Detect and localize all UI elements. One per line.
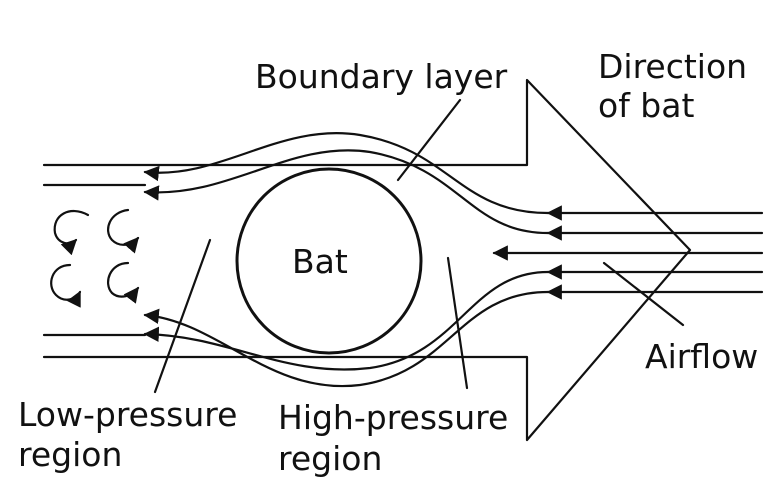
high-pressure-pointer [446,256,469,390]
direction-arrow-outline [42,78,692,442]
streamline-top-outer [143,132,550,215]
streamline-bottom-inner [143,270,550,371]
direction-label-line1: Direction [598,47,748,86]
low-pressure-label-line2: region [18,435,123,474]
airflow-label: Airflow [645,337,759,376]
vortex-icon [53,209,90,256]
high-pressure-label-line2: region [278,439,383,478]
boundary-layer-pointer [396,98,462,182]
airflow-pointer [602,261,685,327]
boundary-layer-label: Boundary layer [255,57,508,96]
streamline-bottom-outer [143,290,550,388]
bat-label: Bat [292,242,348,281]
vortex-icon [107,208,140,254]
direction-label-line2: of bat [598,86,695,125]
vortex-icon [107,261,140,304]
low-pressure-pointer [153,238,212,394]
bat-circle [235,167,423,355]
high-pressure-label-line1: High-pressure [278,398,509,437]
streamline-top-inner [143,149,550,235]
low-pressure-label-line1: Low-pressure [18,395,238,434]
vortex-icon [50,263,82,308]
